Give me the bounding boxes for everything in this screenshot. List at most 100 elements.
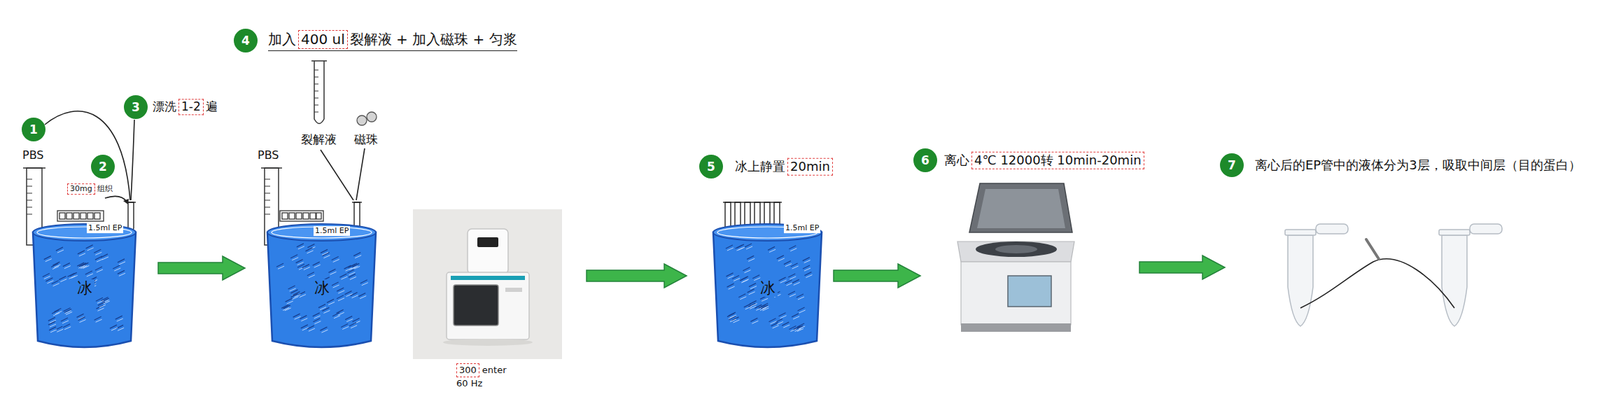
bucket-body — [267, 232, 376, 348]
ice-stroke — [346, 319, 353, 322]
transfer-line — [1300, 258, 1455, 308]
ice-stroke — [780, 315, 787, 319]
ice-stroke — [44, 276, 51, 280]
ice-stroke — [60, 317, 68, 322]
step-number-circle: 5 — [699, 154, 724, 179]
ice-stroke — [725, 244, 733, 249]
ice-stroke — [352, 263, 360, 267]
label-row: 离心4℃ 12000转 10min-20min — [944, 151, 1145, 170]
bucket-label: 冰 — [265, 277, 378, 299]
ice-stroke — [727, 283, 735, 287]
label-row: 1.5ml EP — [86, 223, 124, 234]
tissue-tray — [59, 212, 66, 220]
ice-stroke — [60, 279, 67, 283]
ice-stroke — [790, 248, 797, 252]
graduation-marks — [26, 179, 33, 180]
ice-stroke — [328, 301, 335, 305]
ice-stroke — [296, 243, 304, 248]
setting-value: enter — [482, 363, 507, 377]
graduation-marks — [314, 97, 319, 99]
ice-stroke — [344, 291, 352, 295]
ice-stroke — [285, 298, 293, 302]
ice-stroke — [329, 271, 336, 275]
ice-stroke — [312, 261, 320, 266]
step-label: 4℃ 12000转 10min-20min — [971, 151, 1145, 170]
ice-stroke — [62, 263, 70, 267]
ice-stroke — [52, 261, 60, 266]
ice-stroke — [761, 298, 768, 301]
label-row: 裂解液 — [300, 132, 337, 147]
ice-stroke — [289, 288, 297, 292]
setting-line: 300enter — [456, 363, 510, 378]
ice-stroke — [792, 265, 799, 269]
ice-stroke — [748, 291, 756, 295]
ice-label: 冰 — [758, 279, 778, 297]
step-label: 漂洗 — [152, 99, 177, 115]
ice-stroke — [727, 313, 735, 318]
ice-stroke — [95, 251, 102, 255]
ice-stroke — [312, 312, 320, 317]
magnetic-beads — [356, 115, 367, 126]
ice-stroke — [321, 307, 329, 311]
centrifuge-tube — [1285, 229, 1316, 236]
ice-stroke — [286, 300, 294, 304]
ice-stroke — [746, 246, 753, 250]
ice-stroke — [338, 312, 345, 315]
ice-bucket: 冰 — [30, 222, 138, 353]
ice-stroke — [79, 319, 87, 323]
graduation-marks — [314, 69, 319, 71]
ice-stroke — [747, 289, 755, 293]
ice-stroke — [45, 258, 52, 262]
ice-stroke — [727, 247, 734, 251]
step-label: 裂解液 + 加入磁珠 + 匀浆 — [349, 30, 518, 49]
ice-stroke — [42, 273, 50, 278]
ice-stroke — [62, 324, 70, 328]
ep-tube — [125, 201, 136, 203]
centrifuge — [969, 183, 1073, 233]
ice-stroke — [347, 269, 355, 273]
ice-stroke — [748, 258, 755, 262]
callout-number: 3 — [131, 101, 140, 114]
ice-stroke — [100, 254, 108, 258]
ice-stroke — [797, 307, 805, 311]
ice-stroke — [51, 310, 59, 314]
ice-stroke — [350, 325, 357, 329]
ep-tube — [762, 201, 773, 203]
ice-stroke — [742, 279, 749, 283]
ice-stroke — [293, 313, 301, 318]
setting-value: 60 Hz — [456, 377, 483, 390]
graduation-marks — [314, 76, 319, 78]
step-label: 20min — [787, 158, 833, 176]
leader-lines — [44, 111, 365, 202]
ice-stroke — [336, 295, 344, 299]
bucket-rim — [267, 223, 376, 241]
ice-stroke — [76, 313, 84, 318]
ice-stroke — [361, 282, 369, 286]
callout-number: 6 — [921, 154, 930, 167]
ice-bucket: 冰 — [265, 222, 378, 353]
ice-stroke — [752, 275, 760, 279]
pipette — [1366, 239, 1379, 259]
centrifuge — [957, 183, 1075, 332]
ice-stroke — [306, 250, 313, 254]
tissue-tray — [289, 212, 295, 220]
ice-stroke — [332, 312, 340, 317]
ice-stroke — [340, 323, 348, 327]
ice-stroke — [303, 267, 311, 271]
tissue-tray — [296, 212, 302, 220]
step-label: 裂解液 — [300, 132, 337, 147]
tissue-tray — [279, 210, 324, 222]
ice-stroke — [732, 275, 740, 279]
ice-stroke — [291, 257, 299, 261]
ice-stroke — [305, 247, 313, 252]
ice-stroke — [783, 261, 791, 265]
centrifuge — [995, 244, 1038, 254]
ice-stroke — [359, 296, 367, 299]
ice-stroke — [746, 255, 754, 259]
setting-line: 60 Hz — [456, 377, 510, 390]
step-number-circle: 1 — [21, 117, 46, 142]
ice-stroke — [85, 270, 93, 275]
ice-stroke — [739, 296, 747, 300]
ice-stroke — [307, 272, 315, 276]
